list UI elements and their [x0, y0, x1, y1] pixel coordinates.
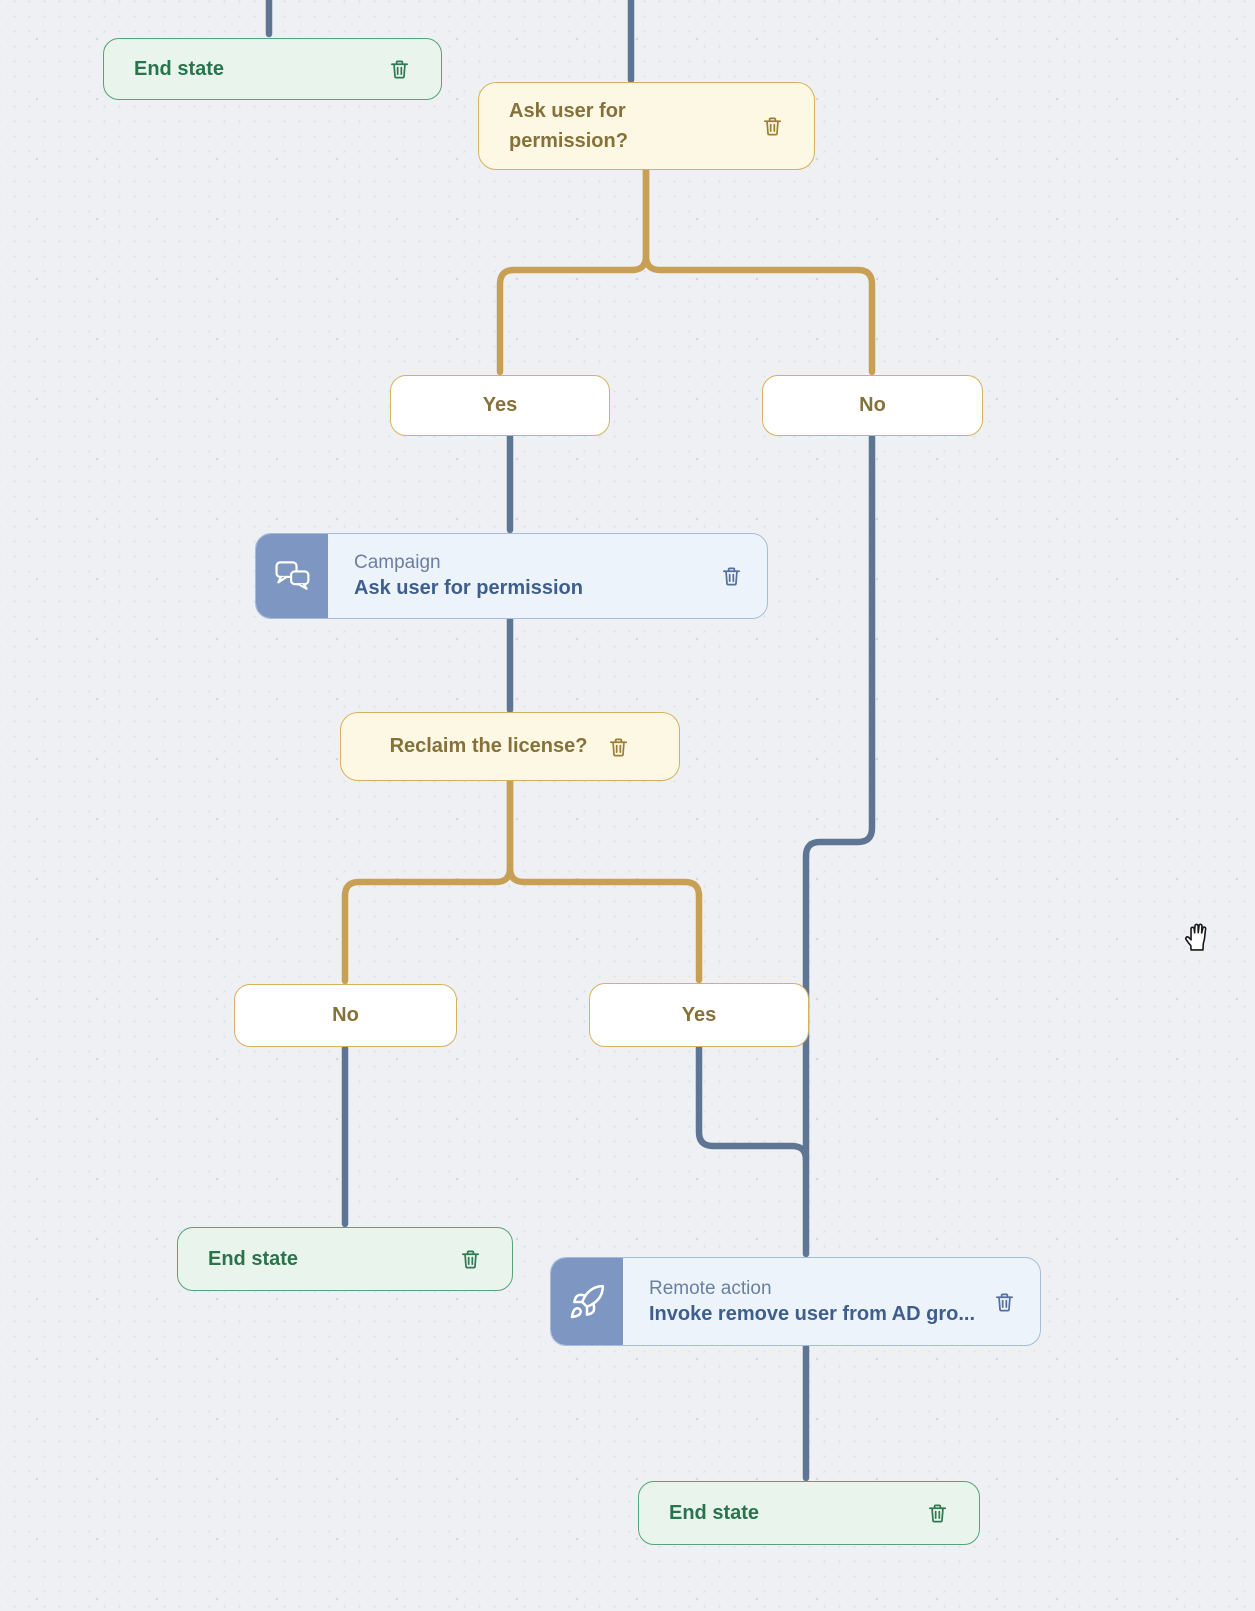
end-state-3-label: End state	[669, 1501, 760, 1524]
answer-node-yes-2[interactable]: Yes	[589, 983, 809, 1047]
end-state-2-label: End state	[208, 1247, 299, 1270]
chat-bubbles-icon	[275, 561, 310, 590]
remote-action-text-block: Remote action Invoke remove user from AD…	[623, 1278, 993, 1326]
branch-ask-to-no1	[642, 166, 876, 376]
connector-yes2-merge	[695, 1044, 810, 1164]
answer-node-no-1[interactable]: No	[762, 375, 983, 436]
campaign-category-label: Campaign	[354, 552, 441, 573]
remote-action-title-label: Invoke remove user from AD gro...	[649, 1302, 976, 1325]
end-state-node-1[interactable]: End state	[103, 38, 442, 100]
branch-reclaim-to-yes2	[506, 778, 703, 984]
delete-button[interactable]	[926, 1501, 949, 1525]
remote-action-category-label: Remote action	[649, 1277, 772, 1299]
campaign-text-block: Campaign Ask user for permission	[328, 552, 720, 600]
trash-icon	[720, 564, 743, 588]
delete-button[interactable]	[720, 564, 743, 588]
yes-2-label: Yes	[681, 1003, 717, 1026]
no-2-label: No	[332, 1004, 359, 1026]
delete-button[interactable]	[993, 1290, 1016, 1314]
trash-icon	[926, 1501, 949, 1525]
remote-action-node[interactable]: Remote action Invoke remove user from AD…	[550, 1257, 1041, 1346]
delete-button[interactable]	[459, 1247, 482, 1271]
trash-icon	[459, 1247, 482, 1271]
connector-no1-to-remote-action	[802, 433, 876, 1258]
delete-button[interactable]	[607, 735, 630, 759]
decision-node-ask-permission[interactable]: Ask user for permission?	[478, 82, 815, 170]
trash-icon	[761, 114, 784, 138]
no-1-label: No	[859, 394, 886, 416]
yes-1-label: Yes	[482, 394, 518, 416]
answer-node-yes-1[interactable]: Yes	[390, 375, 610, 436]
campaign-icon-box	[256, 534, 328, 618]
decision-node-reclaim-license[interactable]: Reclaim the license?	[340, 712, 680, 781]
answer-node-no-2[interactable]: No	[234, 984, 457, 1047]
remote-action-icon-box	[551, 1258, 623, 1345]
trash-icon	[388, 57, 411, 81]
end-state-node-2[interactable]: End state	[177, 1227, 513, 1291]
trash-icon	[607, 735, 630, 759]
branch-ask-to-yes1	[496, 166, 650, 376]
delete-button[interactable]	[388, 57, 411, 81]
ask-permission-label: Ask user for permission?	[509, 100, 628, 152]
end-state-node-3[interactable]: End state	[638, 1481, 980, 1545]
end-state-1-label: End state	[134, 57, 225, 80]
delete-button[interactable]	[761, 114, 784, 138]
grab-hand-cursor	[1183, 919, 1213, 957]
trash-icon	[993, 1290, 1016, 1314]
reclaim-label: Reclaim the license?	[389, 735, 588, 757]
campaign-title-label: Ask user for permission	[354, 577, 583, 599]
branch-reclaim-to-no2	[341, 778, 514, 985]
rocket-icon	[570, 1284, 605, 1318]
campaign-node[interactable]: Campaign Ask user for permission	[255, 533, 768, 619]
